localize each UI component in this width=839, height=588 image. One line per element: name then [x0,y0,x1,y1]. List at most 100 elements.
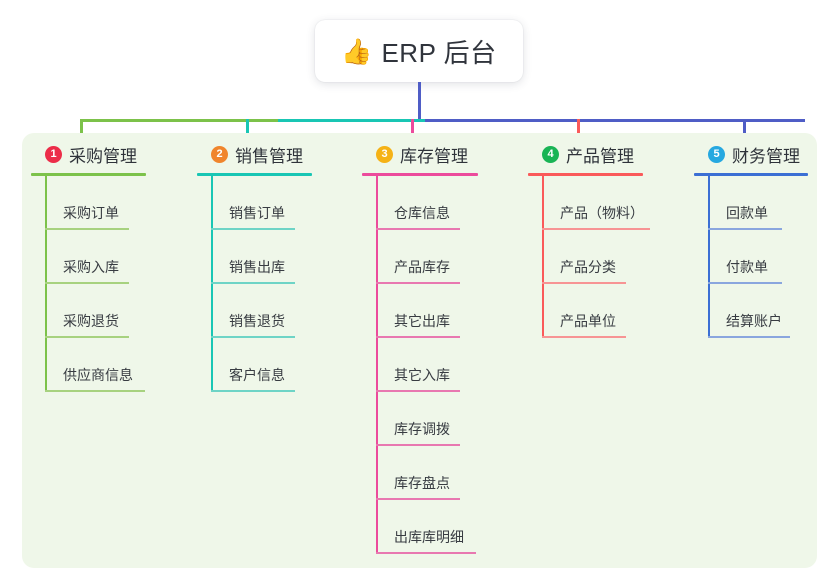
branch-title: 产品管理 [566,146,634,166]
leaf-item-label: 产品单位 [560,313,616,329]
leaf-item-rule [211,336,295,338]
branch-leaf-list: 回款单付款单结算账户 [694,176,808,338]
leaf-item-label: 产品库存 [394,259,450,275]
leaf-item[interactable]: 销售出库 [197,230,312,284]
leaf-item[interactable]: 其它入库 [362,338,478,392]
branch-header-3[interactable]: 3 库存管理 [362,141,478,167]
root-trunk-line [418,82,421,121]
branch-spine [542,176,544,338]
leaf-item[interactable]: 产品库存 [362,230,478,284]
branch-header-rule [694,173,808,176]
leaf-item-label: 销售订单 [229,205,285,221]
thumbs-up-icon: 👍 [341,37,373,66]
branch-column-5[interactable]: 5 财务管理回款单付款单结算账户 [694,141,808,338]
leaf-item[interactable]: 销售订单 [197,176,312,230]
branch-index-badge: 2 [211,145,228,163]
leaf-item[interactable]: 客户信息 [197,338,312,392]
leaf-item-label: 采购退货 [63,313,119,329]
leaf-item-rule [45,390,145,392]
branch-header-5[interactable]: 5 财务管理 [694,141,808,167]
leaf-item-rule [708,336,790,338]
leaf-item[interactable]: 采购订单 [31,176,146,230]
leaf-item-rule [376,444,460,446]
branch-column-4[interactable]: 4 产品管理产品（物料） 产品分类产品单位 [528,141,650,338]
leaf-item[interactable]: 采购退货 [31,284,146,338]
branch-header-1[interactable]: 1 采购管理 [31,141,146,167]
leaf-item-label: 其它入库 [394,367,450,383]
branch-index-badge: 5 [708,145,725,163]
leaf-item-rule [542,282,626,284]
leaf-item-label: 库存盘点 [394,475,450,491]
branch-title: 库存管理 [400,146,468,166]
branch-title: 采购管理 [69,146,137,166]
leaf-item-label: 销售退货 [229,313,285,329]
leaf-item-rule [45,336,129,338]
leaf-item-label: 出库库明细 [394,529,464,545]
leaf-item-label: 仓库信息 [394,205,450,221]
leaf-item-rule [211,390,295,392]
leaf-item-rule [376,228,460,230]
leaf-item-label: 付款单 [726,259,768,275]
leaf-item-label: 采购订单 [63,205,119,221]
branch-index-badge: 3 [376,145,393,163]
leaf-item[interactable]: 付款单 [694,230,808,284]
branch-leaf-list: 采购订单采购入库采购退货供应商信息 [31,176,146,392]
bus-blue [425,119,805,122]
branch-spine [45,176,47,392]
leaf-item-rule [542,228,650,230]
leaf-item-label: 结算账户 [726,313,782,329]
leaf-item-rule [376,498,460,500]
leaf-item[interactable]: 库存盘点 [362,446,478,500]
branch-header-rule [31,173,146,176]
leaf-item-label: 客户信息 [229,367,285,383]
leaf-item-label: 采购入库 [63,259,119,275]
root-node-title: ERP 后台 [381,37,497,68]
branch-leaf-list: 产品（物料） 产品分类产品单位 [528,176,650,338]
branch-header-rule [197,173,312,176]
leaf-item[interactable]: 结算账户 [694,284,808,338]
branch-leaf-list: 仓库信息产品库存其它出库其它入库库存调拨库存盘点出库库明细 [362,176,478,554]
leaf-item[interactable]: 仓库信息 [362,176,478,230]
leaf-item-rule [211,228,295,230]
leaf-item[interactable]: 产品（物料） [528,176,650,230]
bus-teal [278,119,425,122]
branches-panel [22,133,817,568]
leaf-item-rule [376,336,460,338]
branch-drop-1 [80,119,83,141]
leaf-item-rule [376,390,460,392]
branch-column-1[interactable]: 1 采购管理采购订单采购入库采购退货供应商信息 [31,141,146,392]
leaf-item[interactable]: 其它出库 [362,284,478,338]
leaf-item[interactable]: 供应商信息 [31,338,146,392]
leaf-item[interactable]: 回款单 [694,176,808,230]
leaf-item[interactable]: 销售退货 [197,284,312,338]
leaf-item-label: 产品分类 [560,259,616,275]
leaf-item-rule [708,228,782,230]
leaf-item[interactable]: 产品分类 [528,230,643,284]
branch-header-4[interactable]: 4 产品管理 [528,141,643,167]
leaf-item-label: 产品（物料） [560,205,644,221]
branch-spine [211,176,213,392]
leaf-item[interactable]: 出库库明细 [362,500,478,554]
branch-drop-5 [743,119,746,141]
branch-spine [376,176,378,554]
branch-index-badge: 4 [542,145,559,163]
leaf-item-label: 销售出库 [229,259,285,275]
leaf-item[interactable]: 库存调拨 [362,392,478,446]
leaf-item-rule [211,282,295,284]
leaf-item-rule [376,552,476,554]
leaf-item-label: 其它出库 [394,313,450,329]
branch-index-badge: 1 [45,145,62,163]
leaf-item-rule [45,228,129,230]
leaf-item-rule [708,282,782,284]
leaf-item[interactable]: 采购入库 [31,230,146,284]
leaf-item-rule [542,336,626,338]
branch-drop-2 [246,119,249,141]
leaf-item[interactable]: 产品单位 [528,284,643,338]
branch-column-3[interactable]: 3 库存管理仓库信息产品库存其它出库其它入库库存调拨库存盘点出库库明细 [362,141,478,554]
leaf-item-rule [45,282,129,284]
bus-green [80,119,278,122]
root-node[interactable]: 👍 ERP 后台 [315,20,523,82]
branch-title: 财务管理 [732,146,800,166]
